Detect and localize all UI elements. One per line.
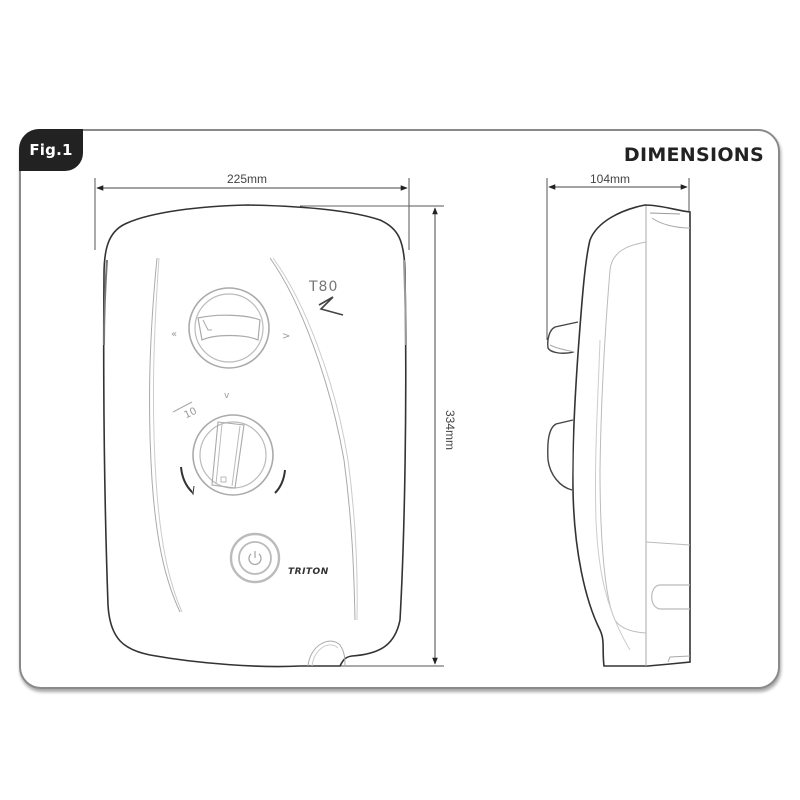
width-dimension-label: 225mm: [227, 172, 268, 186]
side-temperature-knob: [547, 321, 579, 354]
brand-label: TRITON: [288, 567, 329, 577]
figure-label: Fig.1: [29, 141, 73, 159]
height-dimension-label: 334mm: [443, 410, 457, 451]
side-slot: [651, 584, 690, 610]
cold-symbol-icon: «: [171, 329, 177, 340]
off-mark-icon: [172, 401, 193, 413]
lightning-icon: [318, 296, 344, 316]
on-off-button: [229, 532, 281, 584]
mid-symbol-icon: v: [224, 391, 230, 401]
depth-dimension-line: [546, 178, 690, 340]
figure-label-tab: Fig.1: [19, 129, 83, 171]
model-label: T80: [309, 279, 339, 295]
height-dimension-line: [300, 205, 444, 667]
figure-title: DIMENSIONS: [623, 144, 764, 166]
rotate-right-arrow-icon: [274, 469, 286, 494]
width-dimension-line: [94, 178, 410, 250]
hot-symbol-icon: >: [282, 331, 290, 342]
svg-text:10: 10: [182, 406, 198, 421]
side-power-knob: [547, 419, 574, 491]
front-view: « > v 10: [102, 204, 409, 668]
depth-dimension-label: 104mm: [590, 172, 631, 186]
temperature-knob: « > v: [171, 287, 290, 401]
bottom-notch: [307, 640, 346, 667]
power-icon: [248, 553, 262, 566]
side-view: [547, 204, 691, 667]
power-mode-knob: 10: [172, 401, 286, 496]
side-body-outline: [572, 204, 691, 667]
rotate-left-arrow-icon: [180, 466, 193, 493]
